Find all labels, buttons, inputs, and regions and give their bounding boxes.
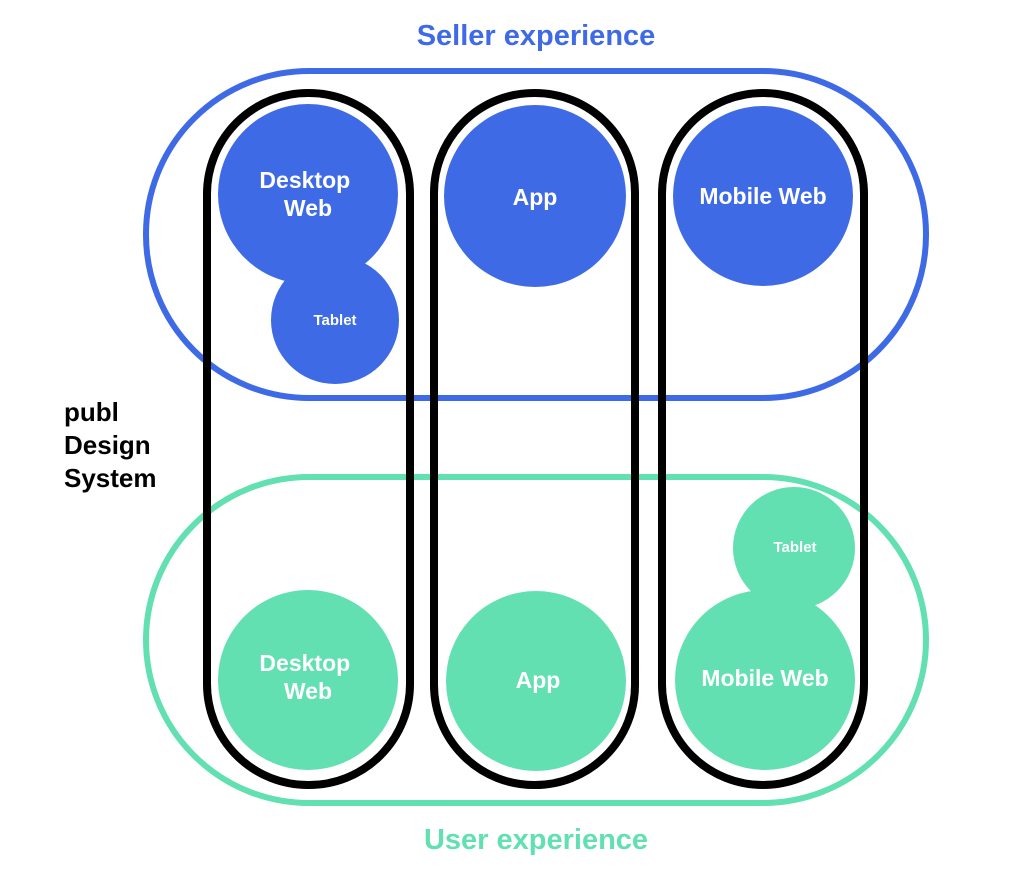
column-mobile-web — [658, 89, 868, 789]
design-system-label-line3: System — [64, 463, 157, 493]
user-desktop-web-circle — [218, 590, 398, 770]
user-mobile-web-label: Mobile Web — [701, 665, 828, 691]
seller-tablet-label: Tablet — [313, 312, 356, 329]
design-system-label: publ Design System — [64, 397, 158, 493]
seller-experience-title: Seller experience — [417, 20, 656, 52]
user-experience-title: User experience — [424, 824, 648, 856]
user-experience-group — [143, 474, 929, 806]
seller-desktop-web-circle — [218, 104, 398, 284]
user-app-label: App — [516, 667, 561, 693]
user-desktop-web-label-line1: Desktop — [259, 650, 350, 676]
user-app-circle — [446, 591, 626, 771]
seller-experience-group — [143, 68, 929, 401]
seller-mobile-web-label: Mobile Web — [699, 183, 826, 209]
seller-app-label: App — [513, 184, 558, 210]
user-desktop-web-label: Desktop Web — [259, 650, 356, 704]
user-mobile-web-circle — [675, 590, 855, 770]
user-desktop-web-label-line2: Web — [284, 678, 332, 704]
user-tablet-label: Tablet — [773, 539, 816, 556]
seller-app-circle — [444, 105, 626, 287]
design-system-label-line2: Design — [64, 430, 151, 460]
seller-tablet-circle — [271, 256, 399, 384]
seller-desktop-web-label-line1: Desktop — [259, 167, 350, 193]
column-desktop-web — [203, 89, 414, 789]
seller-desktop-web-label-line2: Web — [284, 195, 332, 221]
seller-desktop-web-label: Desktop Web — [259, 167, 356, 221]
seller-mobile-web-circle — [673, 106, 853, 286]
column-app — [430, 89, 639, 789]
user-tablet-circle — [733, 487, 855, 609]
design-system-label-line1: publ — [64, 397, 119, 427]
